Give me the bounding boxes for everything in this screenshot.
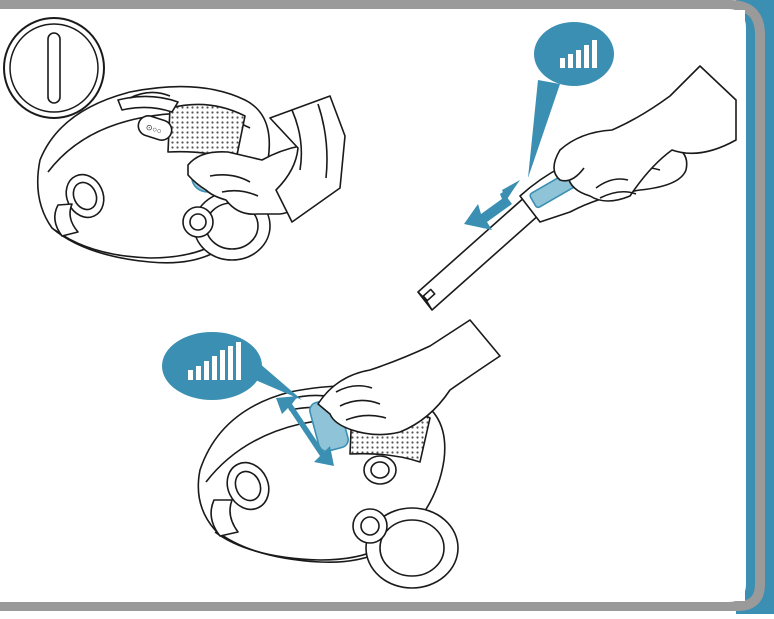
power-on-icon — [4, 18, 104, 118]
